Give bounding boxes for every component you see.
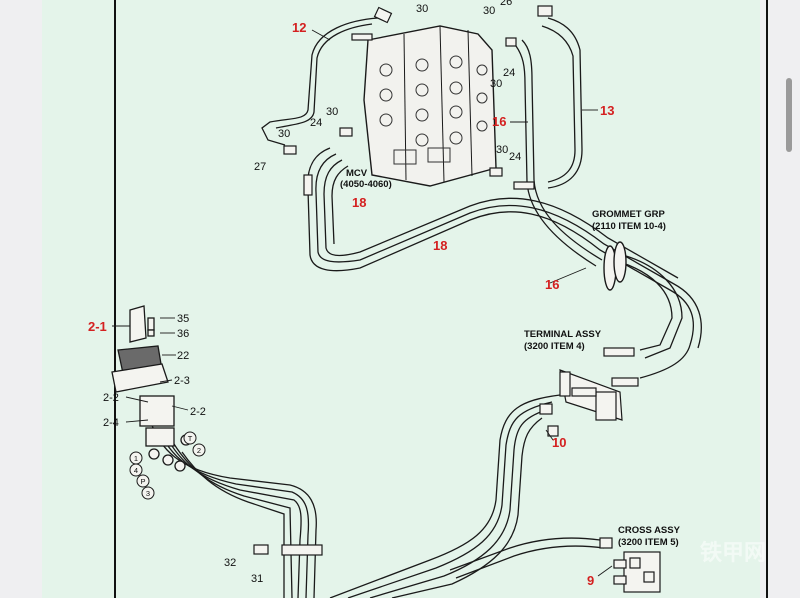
callout-2-1: 2-1 (88, 319, 107, 334)
mcv-range: (4050-4060) (340, 179, 392, 190)
callout-2-2-right: 2-2 (190, 406, 206, 418)
callout-2-2-left: 2-2 (103, 392, 119, 404)
grommet-name: GROMMET GRP (592, 209, 665, 220)
callout-12: 12 (292, 20, 306, 35)
port-label-p: P (140, 477, 145, 486)
mcv-valve-block (363, 25, 497, 187)
cross-item: (3200 ITEM 5) (618, 537, 679, 548)
callout-32: 32 (224, 557, 236, 569)
callout-24-left: 24 (310, 117, 322, 129)
callout-30-top: 30 (416, 3, 428, 15)
callout-35: 35 (177, 313, 189, 325)
hose-13 (547, 17, 583, 189)
joystick-assembly (111, 305, 192, 472)
terminal-name: TERMINAL ASSY (524, 329, 602, 340)
callout-30-left-2: 30 (278, 128, 290, 140)
port-label-4: 4 (134, 466, 138, 475)
callout-10: 10 (552, 435, 566, 450)
terminal-item: (3200 ITEM 4) (524, 341, 585, 352)
callout-31: 31 (251, 573, 263, 585)
port-label-2: 2 (197, 446, 201, 455)
callout-16-lower: 16 (545, 277, 559, 292)
port-markers (129, 431, 206, 500)
callout-27: 27 (254, 161, 266, 173)
hose-lines (149, 17, 702, 598)
terminal-assembly (559, 347, 639, 421)
hose-bundle-lower (329, 394, 561, 598)
callout-13: 13 (600, 103, 614, 118)
cross-assembly (613, 551, 661, 593)
callout-18-lower: 18 (433, 238, 447, 253)
callout-24-mid: 24 (503, 67, 515, 79)
vertical-scrollbar-thumb[interactable] (786, 78, 792, 152)
callout-30-right: 30 (496, 144, 508, 156)
callout-9: 9 (587, 573, 594, 588)
mcv-name: MCV (346, 168, 368, 179)
grommet-group (603, 241, 627, 291)
fittings (253, 5, 613, 556)
hose-12 (261, 17, 379, 146)
callout-26: 26 (500, 0, 512, 8)
callout-16-upper: 16 (492, 114, 506, 129)
leader-lines (112, 29, 613, 577)
callout-24-right: 24 (509, 151, 521, 163)
port-label-3: 3 (146, 489, 150, 498)
callout-18-upper: 18 (352, 195, 366, 210)
grommet-item: (2110 ITEM 10-4) (592, 221, 666, 232)
port-label-t1: T (188, 434, 193, 443)
callout-2-3: 2-3 (174, 375, 190, 387)
callout-2-4: 2-4 (103, 417, 119, 429)
callout-30-mid: 30 (490, 78, 502, 90)
port-label-1: 1 (134, 454, 138, 463)
callout-30-top-right: 30 (483, 5, 495, 17)
callout-30-left-1: 30 (326, 106, 338, 118)
diagram-frame (114, 0, 768, 598)
callout-36: 36 (177, 328, 189, 340)
hose-16 (521, 39, 603, 261)
cross-name: CROSS ASSY (618, 525, 681, 536)
callout-22: 22 (177, 350, 189, 362)
watermark-logo: 铁甲网 (700, 540, 766, 565)
